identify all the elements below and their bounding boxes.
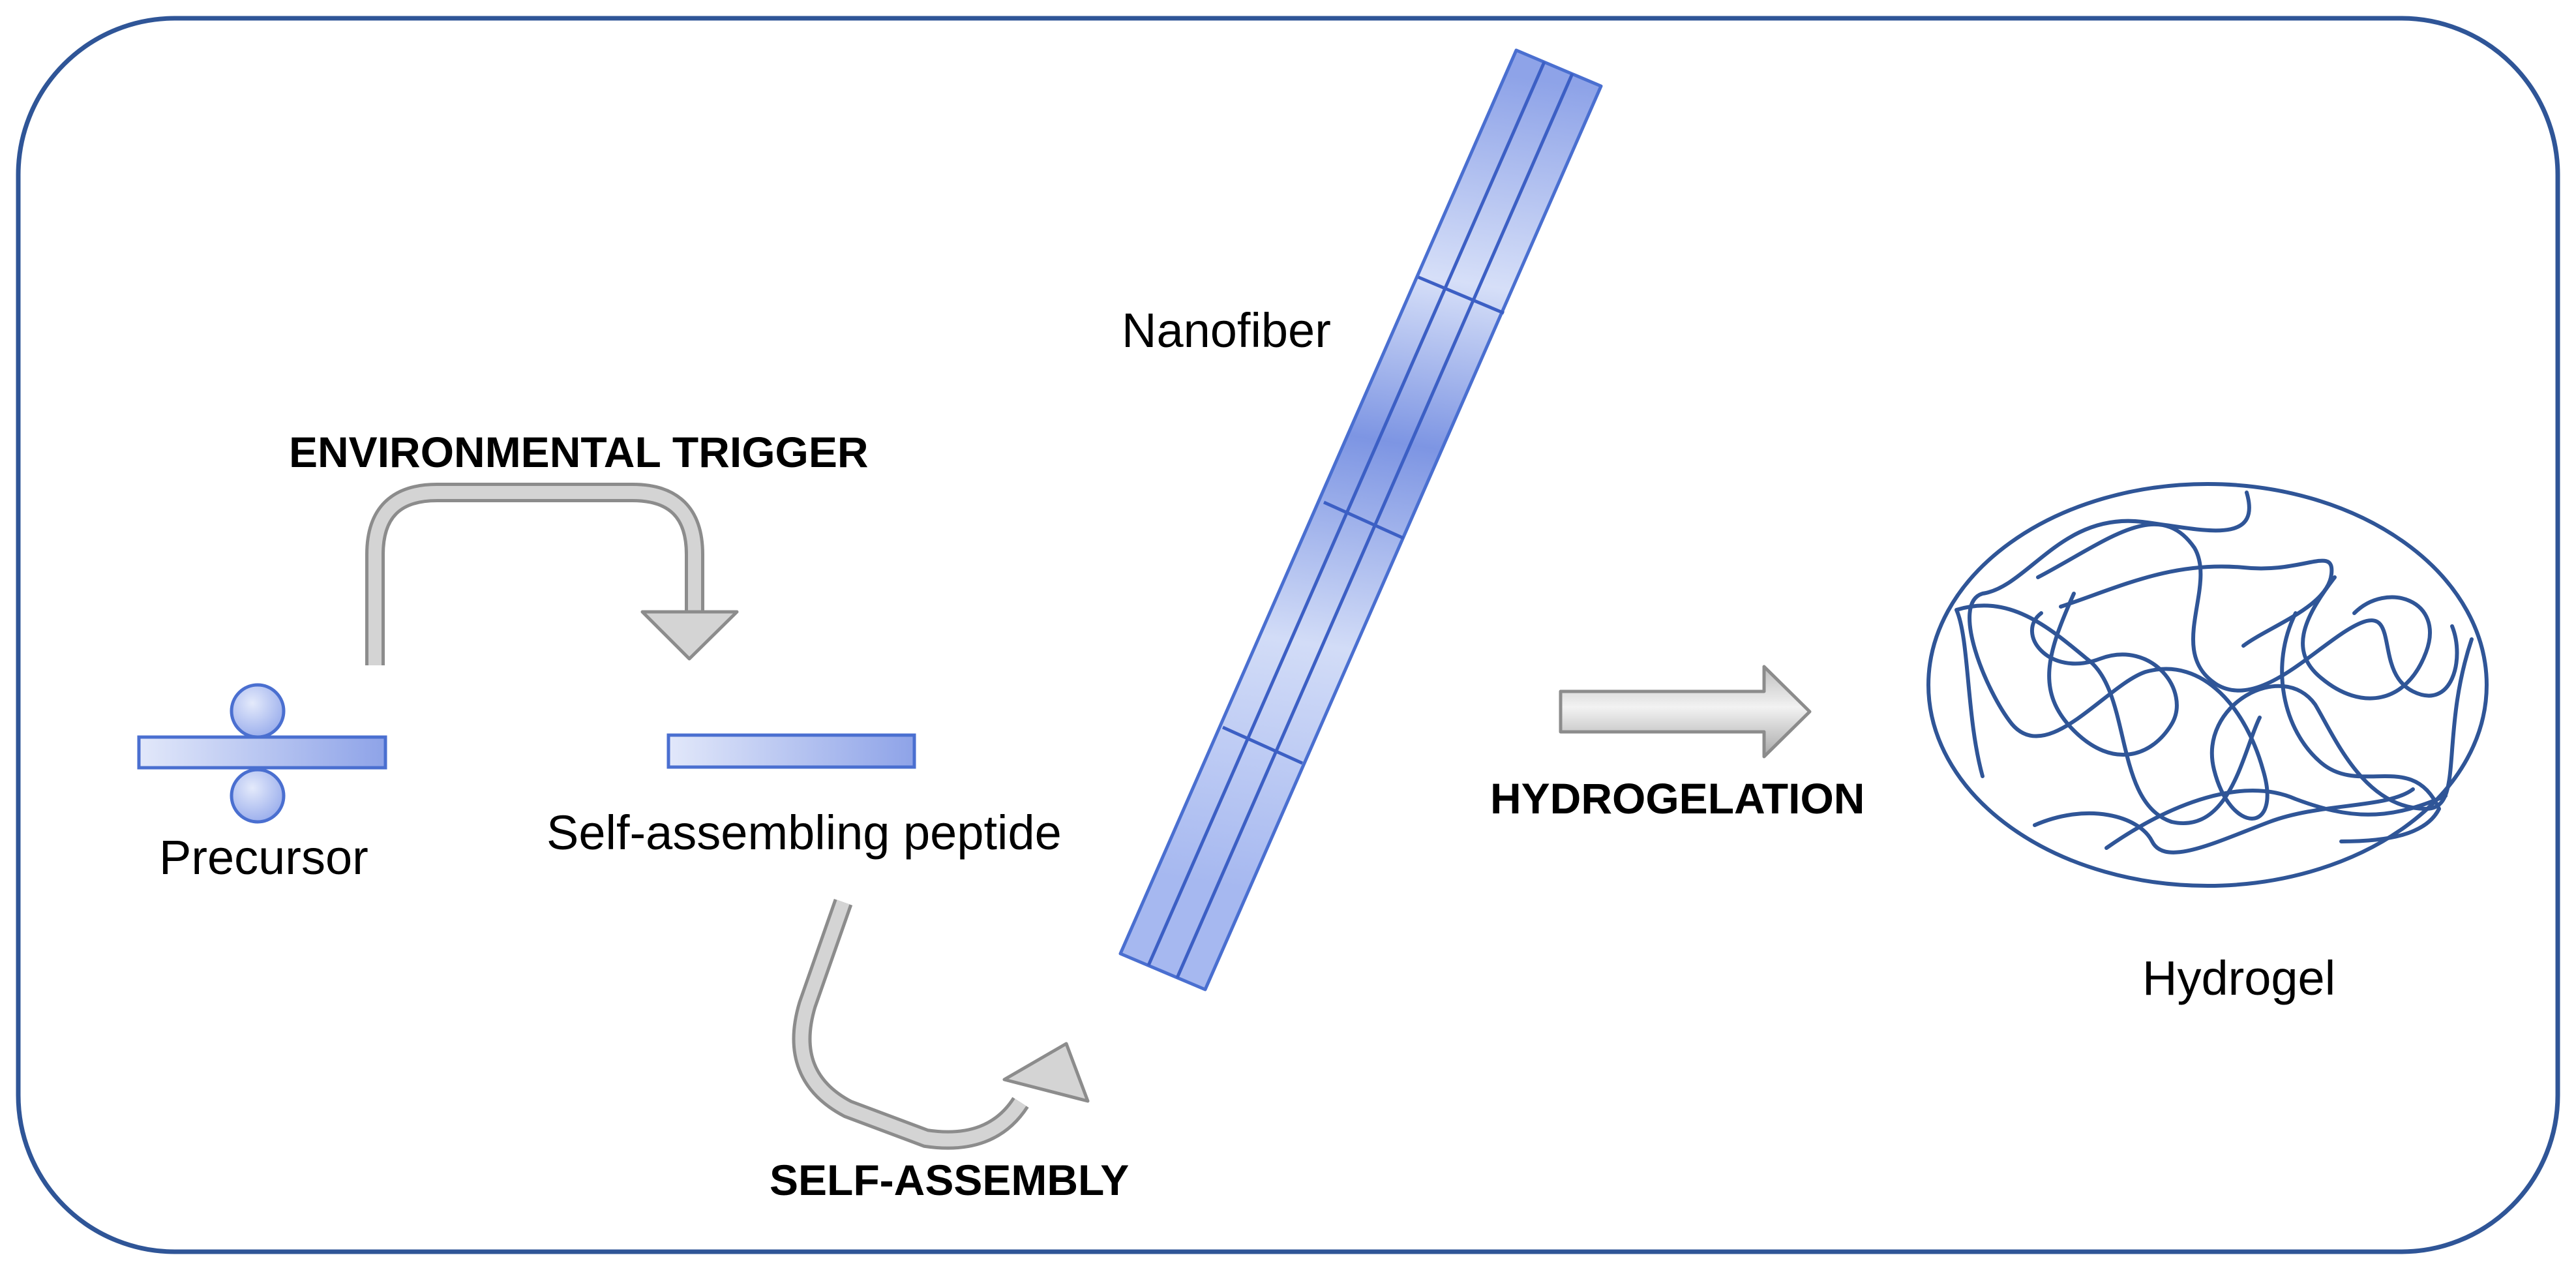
precursor-bottom-sphere xyxy=(230,768,286,824)
self-assembling-peptide-bar xyxy=(666,733,916,769)
precursor-label: Precursor xyxy=(159,830,368,884)
environmental-trigger-arrow xyxy=(365,483,739,665)
hydrogelation-arrow xyxy=(1559,665,1812,759)
self-assembly-arrow xyxy=(792,899,1090,1150)
hydrogel-boundary xyxy=(1926,482,2489,888)
precursor-molecule xyxy=(137,683,387,824)
nanofiber-label: Nanofiber xyxy=(1122,303,1331,357)
hydrogel-label: Hydrogel xyxy=(2142,951,2335,1005)
environmental-trigger-label: ENVIRONMENTAL TRIGGER xyxy=(289,428,869,476)
precursor-top-sphere xyxy=(230,683,286,739)
hydrogel-fiber-network xyxy=(1954,491,2474,854)
self-assembling-peptide-label: Self-assembling peptide xyxy=(547,806,1062,860)
hydrogelation-label: HYDROGELATION xyxy=(1490,774,1865,823)
self-assembly-label: SELF-ASSEMBLY xyxy=(770,1156,1129,1204)
hydrogel xyxy=(1926,482,2489,888)
nanofiber xyxy=(1118,48,1603,991)
precursor-peptide-bar xyxy=(137,735,387,770)
